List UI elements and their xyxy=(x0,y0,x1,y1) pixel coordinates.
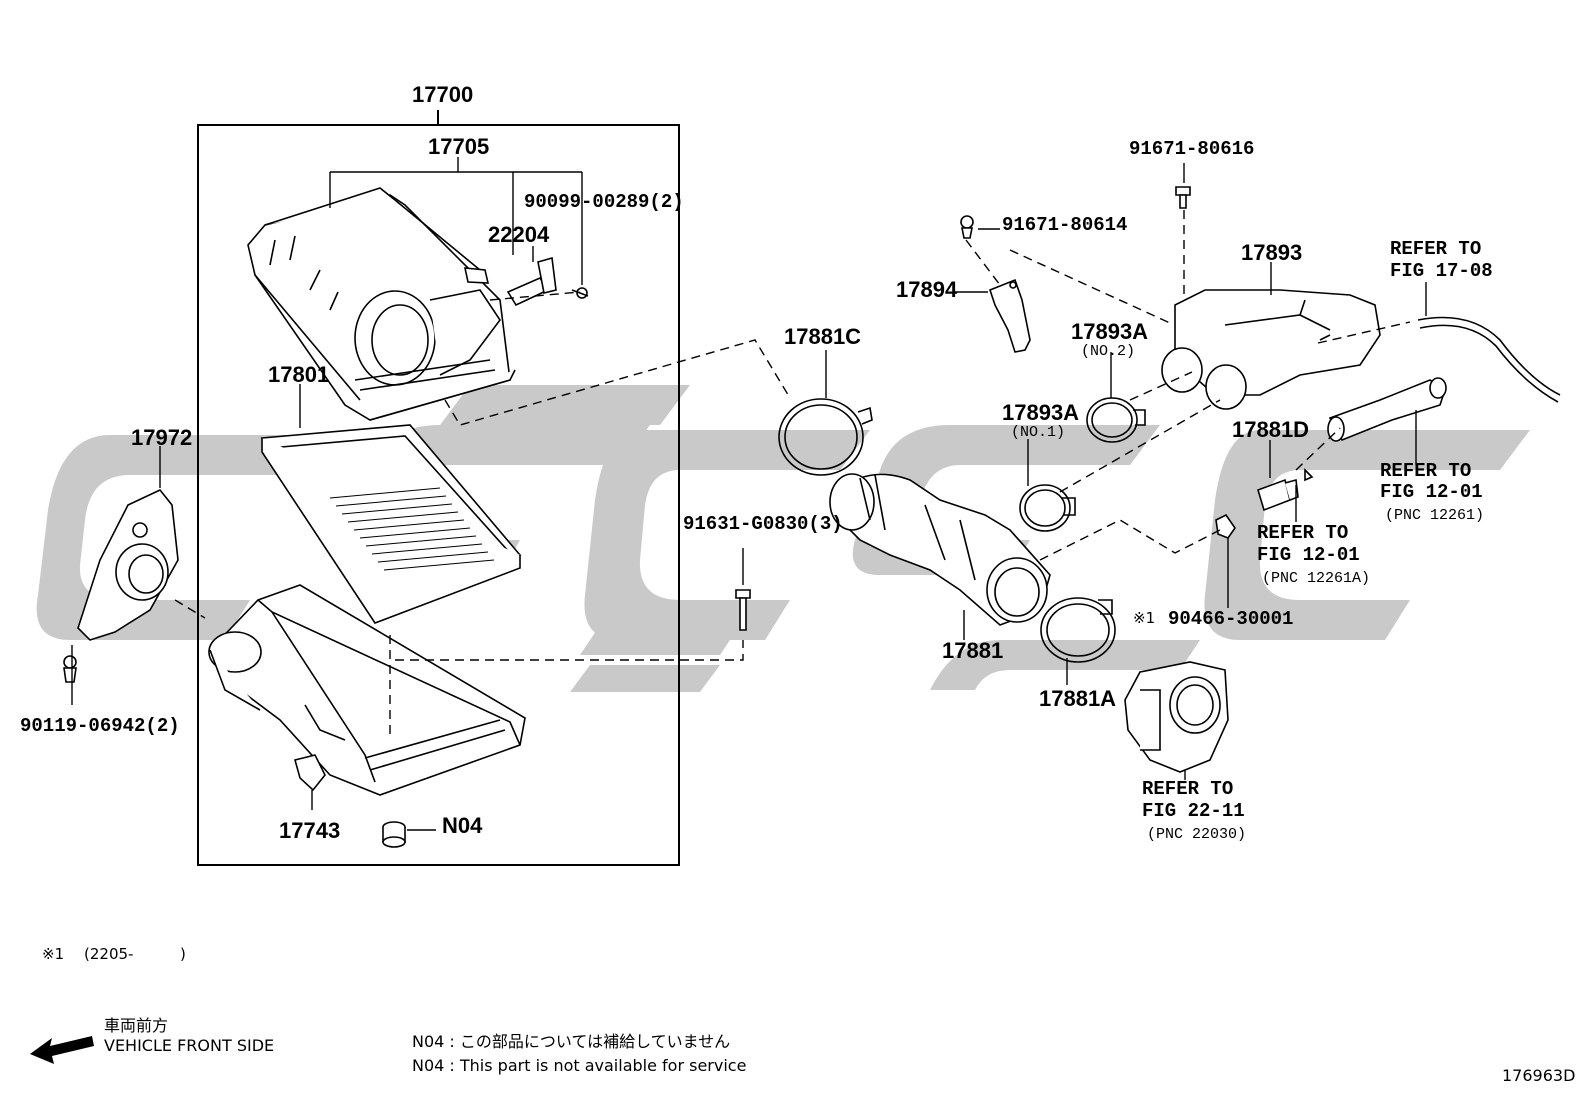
label-17801: 17801 xyxy=(268,362,330,387)
figure-id: 176963D xyxy=(1502,1066,1576,1085)
label-17881: 17881 xyxy=(942,638,1004,663)
label-17743: 17743 xyxy=(279,818,341,843)
label-N04: N04 xyxy=(442,813,483,838)
resonator-17893 xyxy=(1161,289,1381,410)
air-cleaner-case xyxy=(208,584,526,796)
leader-lines xyxy=(71,157,1427,831)
sensor-connector xyxy=(506,256,589,307)
label-no2: (NO.2) xyxy=(1081,343,1136,360)
label-no1: (NO.1) xyxy=(1011,424,1066,441)
label-sensor-mark: ※1 xyxy=(1133,609,1156,627)
label-91631: 91631-G0830(3) xyxy=(683,513,843,535)
clamp-17881A xyxy=(1040,597,1116,663)
label-17881A: 17881A xyxy=(1039,686,1117,711)
label-91671-80614: 91671-80614 xyxy=(1002,214,1128,236)
dashed-lines xyxy=(174,210,1411,735)
damper-17743 xyxy=(294,754,326,792)
label-17893A-no2: 17893A xyxy=(1071,319,1149,344)
clamp-17893A-no2 xyxy=(1086,397,1146,443)
front-label-jp: 車両前方 xyxy=(104,1016,169,1035)
front-label-en: VEHICLE FRONT SIDE xyxy=(104,1036,275,1055)
label-90466: 90466-30001 xyxy=(1168,608,1294,630)
assembly-frame xyxy=(197,110,680,866)
label-17893: 17893 xyxy=(1241,240,1303,265)
bracket-17894 xyxy=(989,278,1031,353)
label-22204: 22204 xyxy=(488,222,550,247)
n04-note-en: N04 : This part is not available for ser… xyxy=(412,1056,747,1075)
front-arrow-icon xyxy=(30,1036,94,1064)
ref-12261-line3: (PNC 12261) xyxy=(1385,507,1485,524)
footnote-range: (2205- xyxy=(84,945,134,963)
ref-22030-line1: REFER TO xyxy=(1142,778,1234,800)
throttle-body xyxy=(1124,661,1229,773)
ref-12261A-line1: REFER TO xyxy=(1257,522,1349,544)
ref-22030-line3: (PNC 22030) xyxy=(1147,826,1247,843)
bolt-91671-80616 xyxy=(1175,186,1191,209)
label-91671-80616: 91671-80616 xyxy=(1129,138,1255,160)
hose-17-08 xyxy=(1417,316,1561,403)
footnote-close: ) xyxy=(180,945,186,963)
label-17700: 17700 xyxy=(412,82,474,107)
ref-12261-line2: FIG 12-01 xyxy=(1380,481,1483,503)
ref-17-08-line1: REFER TO xyxy=(1390,238,1482,260)
ref-12261-line1: REFER TO xyxy=(1380,460,1472,482)
intake-hose-17881 xyxy=(829,473,1051,626)
label-90119: 90119-06942(2) xyxy=(20,715,180,737)
clamp-17893A-no1 xyxy=(1019,484,1076,532)
label-17972: 17972 xyxy=(131,425,193,450)
ref-22030-line2: FIG 22-11 xyxy=(1142,800,1245,822)
ref-17-08-line2: FIG 17-08 xyxy=(1390,260,1493,282)
label-17881D: 17881D xyxy=(1232,417,1310,442)
label-90099: 90099-00289(2) xyxy=(524,191,684,213)
label-17894: 17894 xyxy=(896,277,958,302)
ref-12261A-line2: FIG 12-01 xyxy=(1257,544,1360,566)
n04-note-jp: N04 : この部品については補給していません xyxy=(412,1032,731,1051)
inlet-bracket xyxy=(63,489,179,683)
ref-12261A-line3: (PNC 12261A) xyxy=(1262,570,1371,587)
clamp-17881C xyxy=(778,398,873,476)
bolt-91671-80614 xyxy=(960,215,974,239)
air-cleaner-cap xyxy=(247,187,516,421)
connector-17881D xyxy=(1257,468,1314,512)
bolt-91631 xyxy=(735,589,751,631)
label-17881C: 17881C xyxy=(784,324,862,349)
cushion-n04 xyxy=(382,821,406,848)
footnote-mark: ※1 xyxy=(42,945,65,963)
filter-element xyxy=(260,424,522,624)
label-17705: 17705 xyxy=(428,134,490,159)
hose-12-01 xyxy=(1327,377,1447,442)
label-17893A-no1: 17893A xyxy=(1002,400,1080,425)
